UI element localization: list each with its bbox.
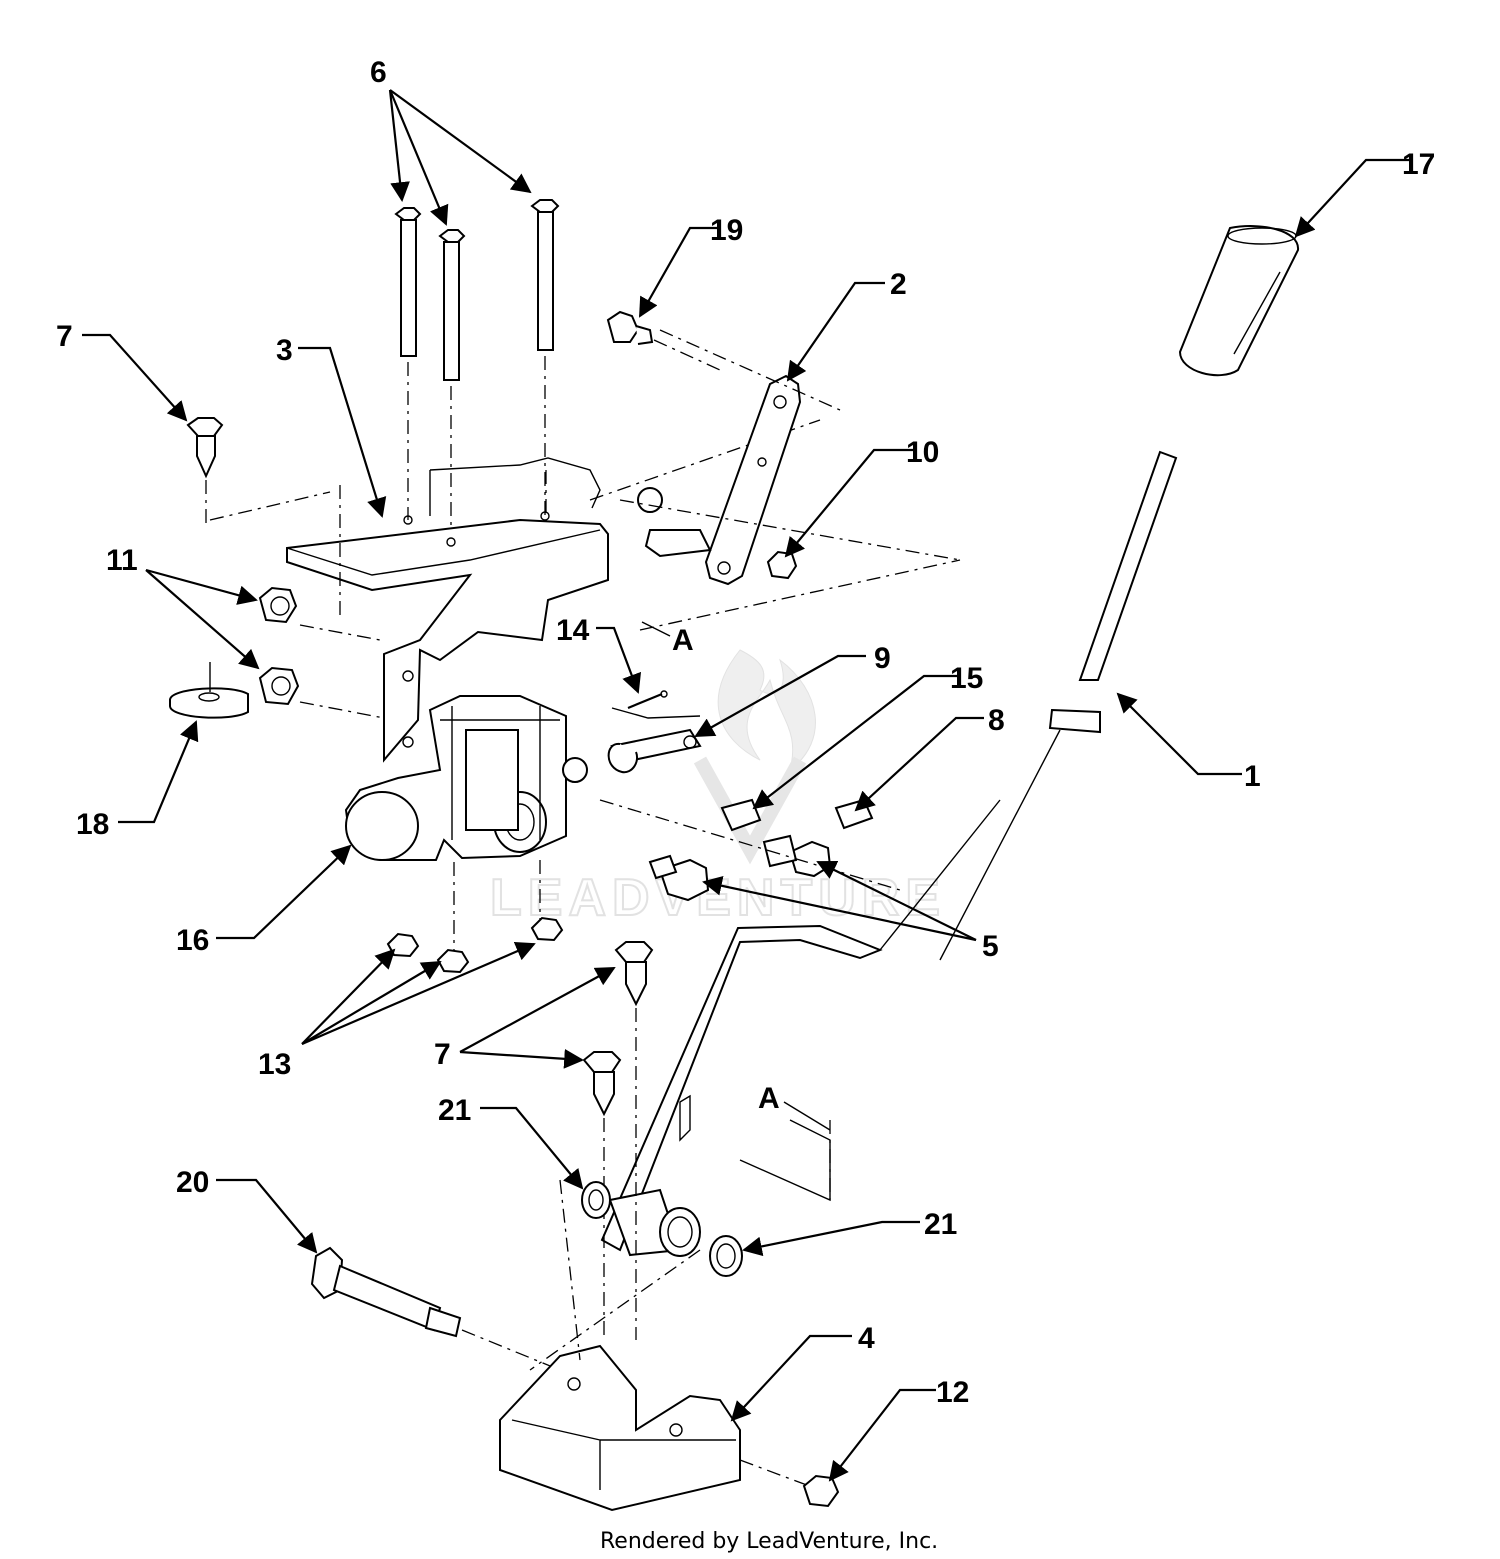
- callout-18: 18: [76, 808, 109, 841]
- bolt-7-upper: [186, 417, 331, 525]
- callout-17: 17: [1402, 148, 1435, 181]
- section-marker-a-upper: A: [672, 624, 694, 657]
- bolt-20: [310, 1246, 561, 1371]
- bolt-19: [606, 310, 721, 371]
- bolt-6a: [394, 207, 422, 520]
- bolt-7-lower-a: [614, 941, 654, 1340]
- callout-12: 12: [936, 1376, 969, 1409]
- callout-labels: 1 2 3 4 5 6 7 7 8 9 10 11 12 13 14 15 16…: [56, 56, 1435, 1409]
- callout-3: 3: [276, 334, 293, 367]
- callout-7-lower: 7: [434, 1038, 451, 1071]
- bushing-21-left: [581, 1181, 611, 1219]
- callout-15: 15: [950, 662, 983, 695]
- callout-19: 19: [710, 214, 743, 247]
- pin-9: [607, 728, 702, 774]
- spacer-8: [834, 798, 874, 830]
- bolt-7-lower-b: [582, 1051, 622, 1340]
- callout-20: 20: [176, 1166, 209, 1199]
- callout-21-right: 21: [924, 1208, 957, 1241]
- callout-21-left: 21: [438, 1094, 471, 1127]
- washer-18: [169, 662, 249, 719]
- bolt-6c: [530, 199, 560, 518]
- nut-12: [802, 1474, 840, 1508]
- nut-13c: [530, 916, 564, 942]
- callout-2: 2: [890, 268, 907, 301]
- section-marker-a-lower: A: [758, 1082, 780, 1115]
- bracket-4: [499, 1179, 821, 1512]
- callout-8: 8: [988, 704, 1005, 737]
- bushing-5-left: [648, 854, 710, 902]
- cotter-pin-14: [611, 690, 701, 719]
- callout-14: 14: [556, 614, 590, 647]
- bushing-21-right: [659, 1207, 743, 1277]
- callout-11: 11: [106, 544, 138, 577]
- leader-lines: [82, 89, 1410, 1482]
- callout-10: 10: [906, 436, 939, 469]
- knob-17: [1178, 225, 1300, 377]
- bracket-3: [286, 419, 821, 763]
- nut-10: [766, 550, 798, 580]
- callout-1: 1: [1244, 760, 1261, 793]
- callout-13: 13: [258, 1048, 291, 1081]
- part-drawing: [169, 199, 1300, 1512]
- pin-shaft: [644, 529, 712, 558]
- callout-7-upper: 7: [56, 320, 73, 353]
- callout-4: 4: [858, 1322, 875, 1355]
- lever-1: [600, 450, 1178, 1257]
- callout-6: 6: [370, 56, 387, 89]
- nut-11-upper: [258, 586, 298, 624]
- spacer-15: [720, 798, 762, 832]
- callout-5: 5: [982, 930, 999, 963]
- footer-credit: Rendered by LeadVenture, Inc.: [600, 1529, 938, 1554]
- hydro-pump-16: [344, 695, 588, 950]
- nut-11-lower: [258, 666, 300, 706]
- callout-16: 16: [176, 924, 209, 957]
- nut-13b: [436, 948, 470, 974]
- callout-9: 9: [874, 642, 891, 675]
- bolt-6b: [438, 229, 466, 540]
